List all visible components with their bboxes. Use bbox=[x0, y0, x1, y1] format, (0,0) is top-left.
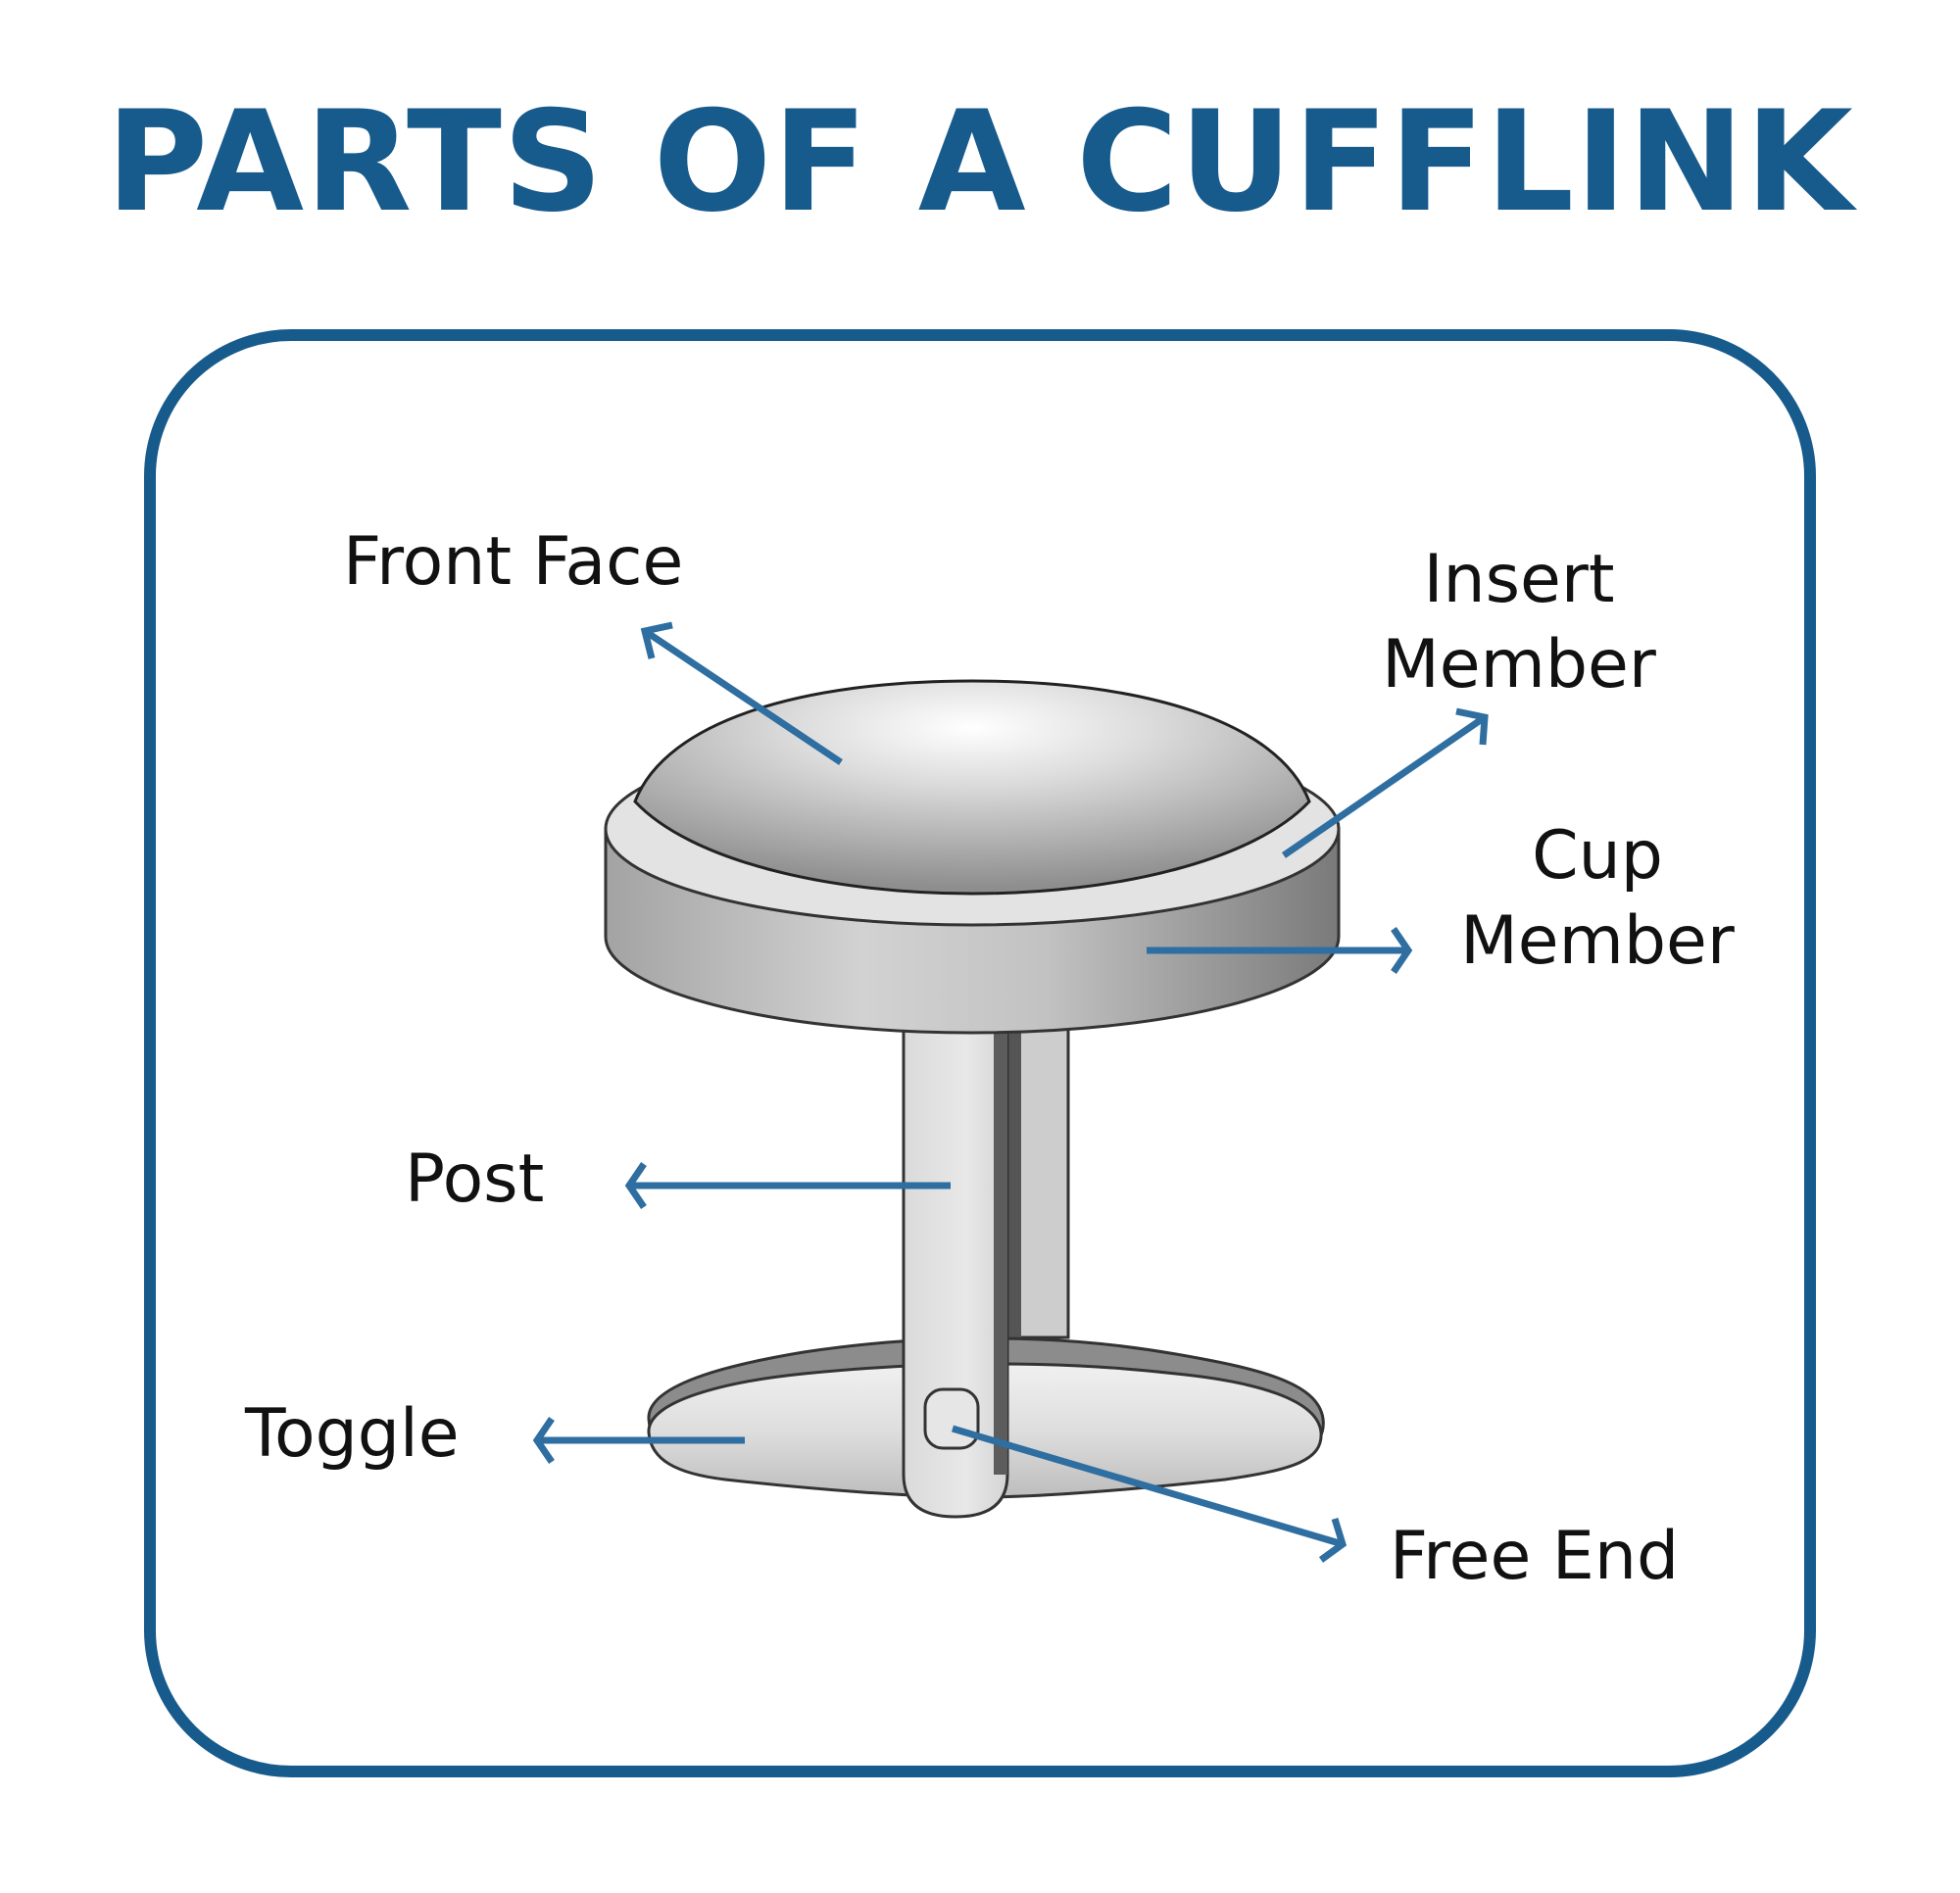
page-title: PARTS OF A CUFFLINK bbox=[106, 81, 1854, 243]
label-cup-member-line1: Cup bbox=[1532, 817, 1663, 895]
free-end-arrow bbox=[952, 1425, 1348, 1563]
post-body bbox=[902, 1012, 1009, 1519]
label-toggle: Toggle bbox=[245, 1395, 460, 1473]
front-face-arrow bbox=[640, 621, 843, 765]
label-cup-member-line2: Member bbox=[1460, 902, 1735, 981]
free-end-slot bbox=[923, 1387, 980, 1450]
insert-member-arrow bbox=[1282, 707, 1489, 858]
label-front-face: Front Face bbox=[343, 523, 684, 601]
post-arrow bbox=[624, 1162, 951, 1209]
cup-member-arrow bbox=[1147, 927, 1413, 974]
label-post: Post bbox=[405, 1141, 545, 1218]
callout-arrows bbox=[532, 621, 1489, 1563]
label-insert-member: Insert Member bbox=[1352, 537, 1686, 707]
label-free-end: Free End bbox=[1390, 1518, 1680, 1595]
toggle-arrow bbox=[532, 1417, 745, 1464]
diagram-frame bbox=[144, 329, 1816, 1777]
label-cup-member: Cup Member bbox=[1426, 813, 1769, 984]
label-insert-member-line2: Member bbox=[1382, 626, 1656, 704]
label-insert-member-line1: Insert bbox=[1423, 541, 1615, 618]
